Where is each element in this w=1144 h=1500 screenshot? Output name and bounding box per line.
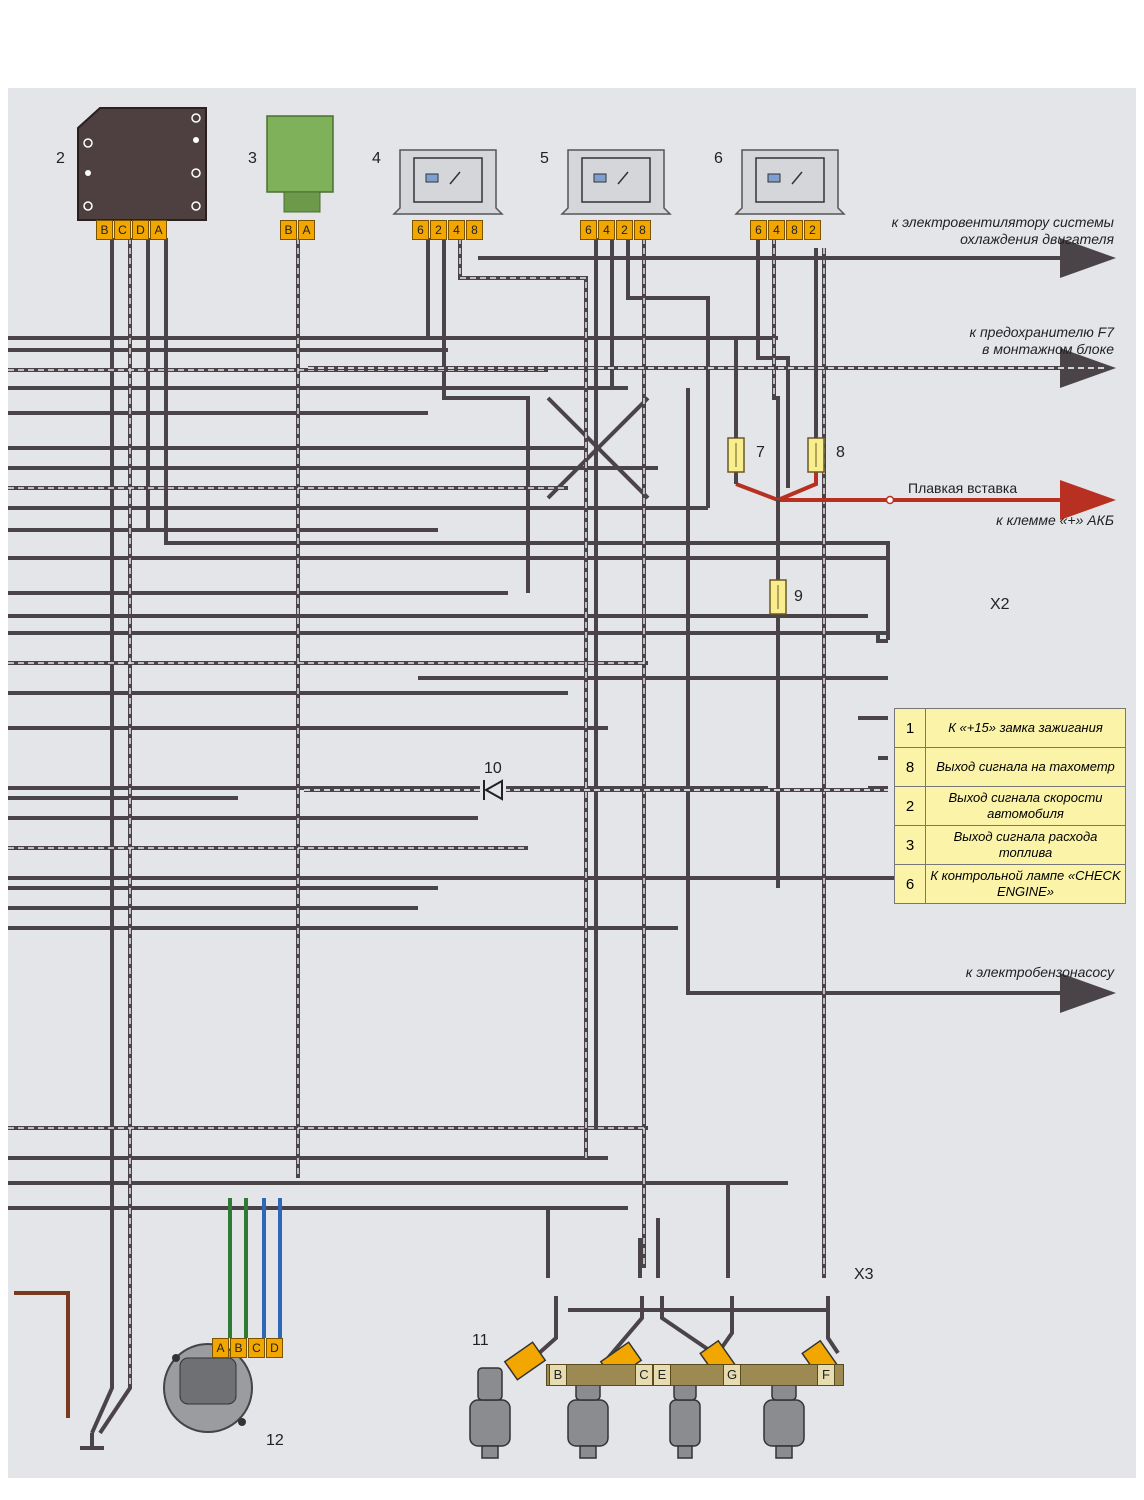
x2-pin: 2: [895, 787, 926, 825]
x3-pin: E: [653, 1365, 671, 1385]
fan-label: к электровентилятору системы охлаждения …: [788, 214, 1114, 248]
x2-pin: 6: [895, 865, 926, 903]
fan-label-line2: охлаждения двигателя: [960, 231, 1114, 247]
x2-pin: 3: [895, 826, 926, 864]
component-number-11: 11: [472, 1332, 489, 1349]
pin: 8: [786, 220, 803, 240]
pin: 4: [598, 220, 615, 240]
x3-connector: B C E G F: [546, 1364, 844, 1386]
pin: A: [298, 220, 315, 240]
pin: B: [280, 220, 297, 240]
pin: 2: [430, 220, 447, 240]
x2-row: 8 Выход сигнала на тахометр: [895, 748, 1125, 787]
pin: C: [248, 1338, 265, 1358]
x3-title: X3: [854, 1266, 874, 1283]
controller-module-2: [77, 107, 207, 221]
connector-12-pins: A B C D: [212, 1338, 284, 1358]
pin: 4: [768, 220, 785, 240]
x2-description: К контрольной лампе «CHECK ENGINE»: [930, 868, 1121, 899]
fusible-link-label: Плавкая вставка: [908, 480, 1018, 496]
fuse-7: [727, 338, 745, 473]
fuse-8: [807, 248, 825, 473]
wiring-diagram-sheet: 2 3 4 5 6 7 8 9 10 11 12 B C D A B A 6 2…: [8, 88, 1136, 1478]
component-number-4: 4: [372, 150, 381, 167]
component-number-6: 6: [714, 150, 723, 167]
component-number-9: 9: [794, 588, 803, 605]
x2-row: 2 Выход сигнала скорости автомобиля: [895, 787, 1125, 826]
battery-label: к клемме «+» АКБ: [996, 512, 1114, 528]
pin: 2: [616, 220, 633, 240]
pin: 8: [634, 220, 651, 240]
component-number-2: 2: [56, 150, 65, 167]
x2-row: 6 К контрольной лампе «CHECK ENGINE»: [895, 865, 1125, 903]
x2-connector-table: 1 К «+15» замка зажигания 8 Выход сигнал…: [894, 708, 1126, 904]
connector-3-pins: B A: [280, 220, 316, 240]
x2-title: X2: [990, 596, 1010, 613]
x2-description: К «+15» замка зажигания: [948, 720, 1103, 735]
connector-6-pins: 6 4 8 2: [750, 220, 822, 240]
fuse-f7-label-line2: в монтажном блоке: [982, 341, 1114, 357]
x2-pin: 8: [895, 748, 926, 786]
connector-5-pins: 6 4 2 8: [580, 220, 652, 240]
pin: 8: [466, 220, 483, 240]
component-number-5: 5: [540, 150, 549, 167]
component-number-7: 7: [756, 444, 765, 461]
pin: C: [114, 220, 131, 240]
x2-description: Выход сигнала расхода топлива: [953, 829, 1098, 860]
pin: D: [266, 1338, 283, 1358]
component-number-10: 10: [484, 760, 502, 777]
fuse-9: [769, 500, 787, 888]
pin: 6: [750, 220, 767, 240]
sensor-12-wires: [14, 1198, 282, 1418]
fan-label-line1: к электровентилятору системы: [891, 214, 1114, 230]
pin: B: [96, 220, 113, 240]
injectors: [469, 1339, 841, 1459]
pin: 6: [580, 220, 597, 240]
pin: B: [230, 1338, 247, 1358]
fuse-f7-label-line1: к предохранителю F7: [969, 324, 1114, 340]
component-number-8: 8: [836, 444, 845, 461]
pin: 4: [448, 220, 465, 240]
x3-pin: B: [549, 1365, 567, 1385]
pin: 6: [412, 220, 429, 240]
x3-pin: G: [723, 1365, 741, 1385]
fuse-f7-label: к предохранителю F7 в монтажном блоке: [788, 324, 1114, 358]
relay-6: [734, 149, 846, 215]
output-arrows: [308, 238, 1116, 520]
pin: A: [212, 1338, 229, 1358]
relay-4: [392, 149, 504, 215]
connector-4-pins: 6 2 4 8: [412, 220, 484, 240]
x3-pin: C: [635, 1365, 653, 1385]
x3-pin: F: [817, 1365, 835, 1385]
x2-description: Выход сигнала на тахометр: [936, 759, 1115, 774]
x2-row: 1 К «+15» замка зажигания: [895, 709, 1125, 748]
sensor-12: [163, 1343, 253, 1433]
pin: 2: [804, 220, 821, 240]
module-3: [266, 115, 334, 213]
x2-row: 3 Выход сигнала расхода топлива: [895, 826, 1125, 865]
component-number-3: 3: [248, 150, 257, 167]
fusible-link-point: [885, 495, 895, 505]
relay-5: [560, 149, 672, 215]
pin: D: [132, 220, 149, 240]
connector-2-pins: B C D A: [96, 220, 168, 240]
pin: A: [150, 220, 167, 240]
diode-10: [304, 778, 888, 802]
x2-description: Выход сигнала скорости автомобиля: [948, 790, 1103, 821]
component-number-12: 12: [266, 1432, 284, 1449]
signal-traces: [8, 238, 825, 1388]
fuel-pump-label: к электробензонасосу: [965, 964, 1114, 980]
x2-pin: 1: [895, 709, 926, 747]
